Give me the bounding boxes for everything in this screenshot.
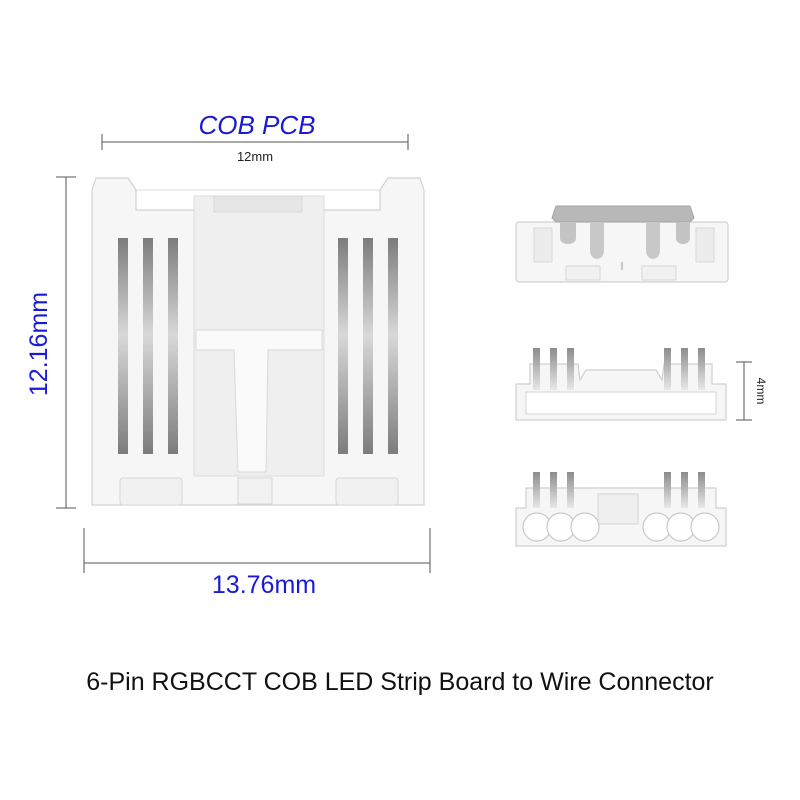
pins-right-bottom <box>664 472 705 508</box>
height-label: 12.16mm <box>25 292 53 396</box>
side-view-middle: 4mm <box>515 348 768 421</box>
pins-left <box>533 348 574 390</box>
pins-right <box>664 348 705 390</box>
wire-holes <box>522 512 720 542</box>
pins-left-bottom <box>533 472 574 508</box>
side-view-bottom <box>515 472 727 547</box>
t-latch <box>195 329 323 473</box>
caption: 6-Pin RGBCCT COB LED Strip Board to Wire… <box>86 668 714 696</box>
bottom-width-label: 13.76mm <box>212 571 316 599</box>
height-dimension <box>56 176 76 509</box>
bottom-dimension <box>83 528 431 573</box>
pcb-type-label: COB PCB <box>198 110 315 140</box>
side-height-label: 4mm <box>754 378 768 405</box>
vent-slots-right <box>338 238 398 454</box>
vent-slots-left <box>118 238 178 454</box>
connector-top-view <box>91 177 425 506</box>
side-view-top <box>515 205 729 283</box>
top-dimension <box>101 134 409 150</box>
top-width-label: 12mm <box>237 149 273 164</box>
